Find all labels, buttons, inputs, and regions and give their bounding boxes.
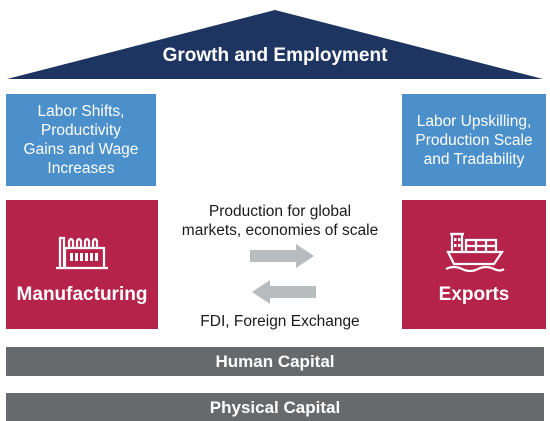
flow-bottom-text: FDI, Foreign Exchange — [200, 313, 360, 330]
physical-capital-bar: Physical Capital — [6, 393, 544, 421]
exports-label: Exports — [438, 284, 510, 305]
flow-top-text: Production for global markets, economies… — [181, 203, 379, 239]
left-arrow-icon — [252, 280, 316, 304]
factory-icon — [56, 236, 108, 270]
exports-box: Exports — [402, 200, 546, 329]
right-outcome-box: Labor Upskilling, Production Scale and T… — [402, 94, 546, 186]
roof — [7, 10, 543, 79]
left-outcome-box: Labor Shifts, Productivity Gains and Wag… — [6, 94, 156, 186]
cargo-ship-icon — [445, 232, 505, 272]
manufacturing-label: Manufacturing — [16, 284, 148, 305]
human-capital-bar: Human Capital — [6, 347, 544, 376]
manufacturing-box: Manufacturing — [6, 200, 158, 329]
roof-title: Growth and Employment — [162, 45, 388, 66]
right-arrow-icon — [250, 244, 314, 268]
